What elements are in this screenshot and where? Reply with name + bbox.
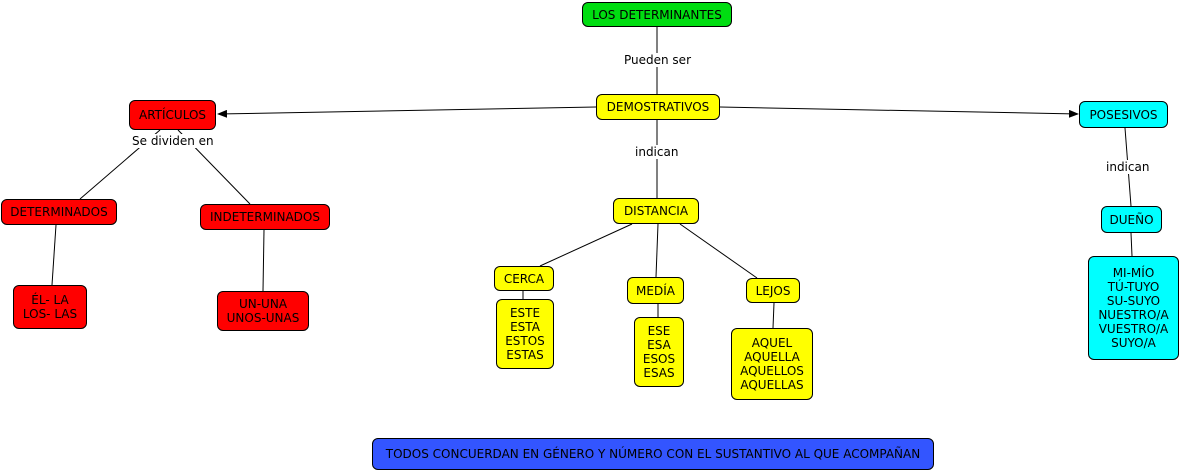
node-cerca[interactable]: CERCA — [494, 266, 554, 291]
node-media[interactable]: MEDÍA — [627, 277, 684, 304]
node-dueno-examples[interactable]: MI-MÍO TÚ-TUYO SU-SUYO NUESTRO/A VUESTRO… — [1088, 256, 1179, 360]
node-indeterminados-examples[interactable]: UN-UNA UNOS-UNAS — [217, 291, 309, 331]
node-articulos[interactable]: ARTÍCULOS — [129, 100, 216, 130]
node-determinados-examples[interactable]: ÉL- LA LOS- LAS — [13, 285, 87, 329]
edge-label-indican-dueno: indican — [1104, 160, 1152, 174]
edge-indeterminados-ex — [262, 229, 265, 292]
node-dueno[interactable]: DUEÑO — [1101, 206, 1162, 233]
edge-lejos-ex — [772, 302, 775, 329]
node-lejos[interactable]: LEJOS — [746, 278, 800, 303]
footer-note[interactable]: TODOS CONCUERDAN EN GÉNERO Y NÚMERO CON … — [372, 438, 934, 470]
edge-demostrativos-articulos — [217, 106, 597, 118]
edge-label-pueden-ser: Pueden ser — [622, 53, 694, 67]
edge-demostrativos-posesivos — [719, 106, 1079, 118]
edge-distancia-cerca — [539, 223, 633, 267]
node-determinados[interactable]: DETERMINADOS — [1, 199, 117, 225]
edge-determinados-ex — [51, 224, 57, 286]
edge-distancia-lejos — [679, 223, 758, 279]
edge-dueno-ex — [1130, 232, 1133, 257]
edge-label-indican-distancia: indican — [633, 145, 681, 159]
node-distancia[interactable]: DISTANCIA — [613, 198, 699, 224]
node-posesivos[interactable]: POSESIVOS — [1079, 101, 1168, 128]
node-lejos-examples[interactable]: AQUEL AQUELLA AQUELLOS AQUELLAS — [731, 328, 813, 400]
node-indeterminados[interactable]: INDETERMINADOS — [200, 204, 330, 230]
node-media-examples[interactable]: ESE ESA ESOS ESAS — [634, 317, 684, 387]
node-los-determinantes[interactable]: LOS DETERMINANTES — [582, 2, 732, 27]
node-cerca-examples[interactable]: ESTE ESTA ESTOS ESTAS — [496, 299, 554, 369]
edge-distancia-media — [655, 223, 659, 278]
edge-label-se-dividen-en: Se dividen en — [130, 134, 216, 148]
node-demostrativos[interactable]: DEMOSTRATIVOS — [596, 94, 720, 120]
